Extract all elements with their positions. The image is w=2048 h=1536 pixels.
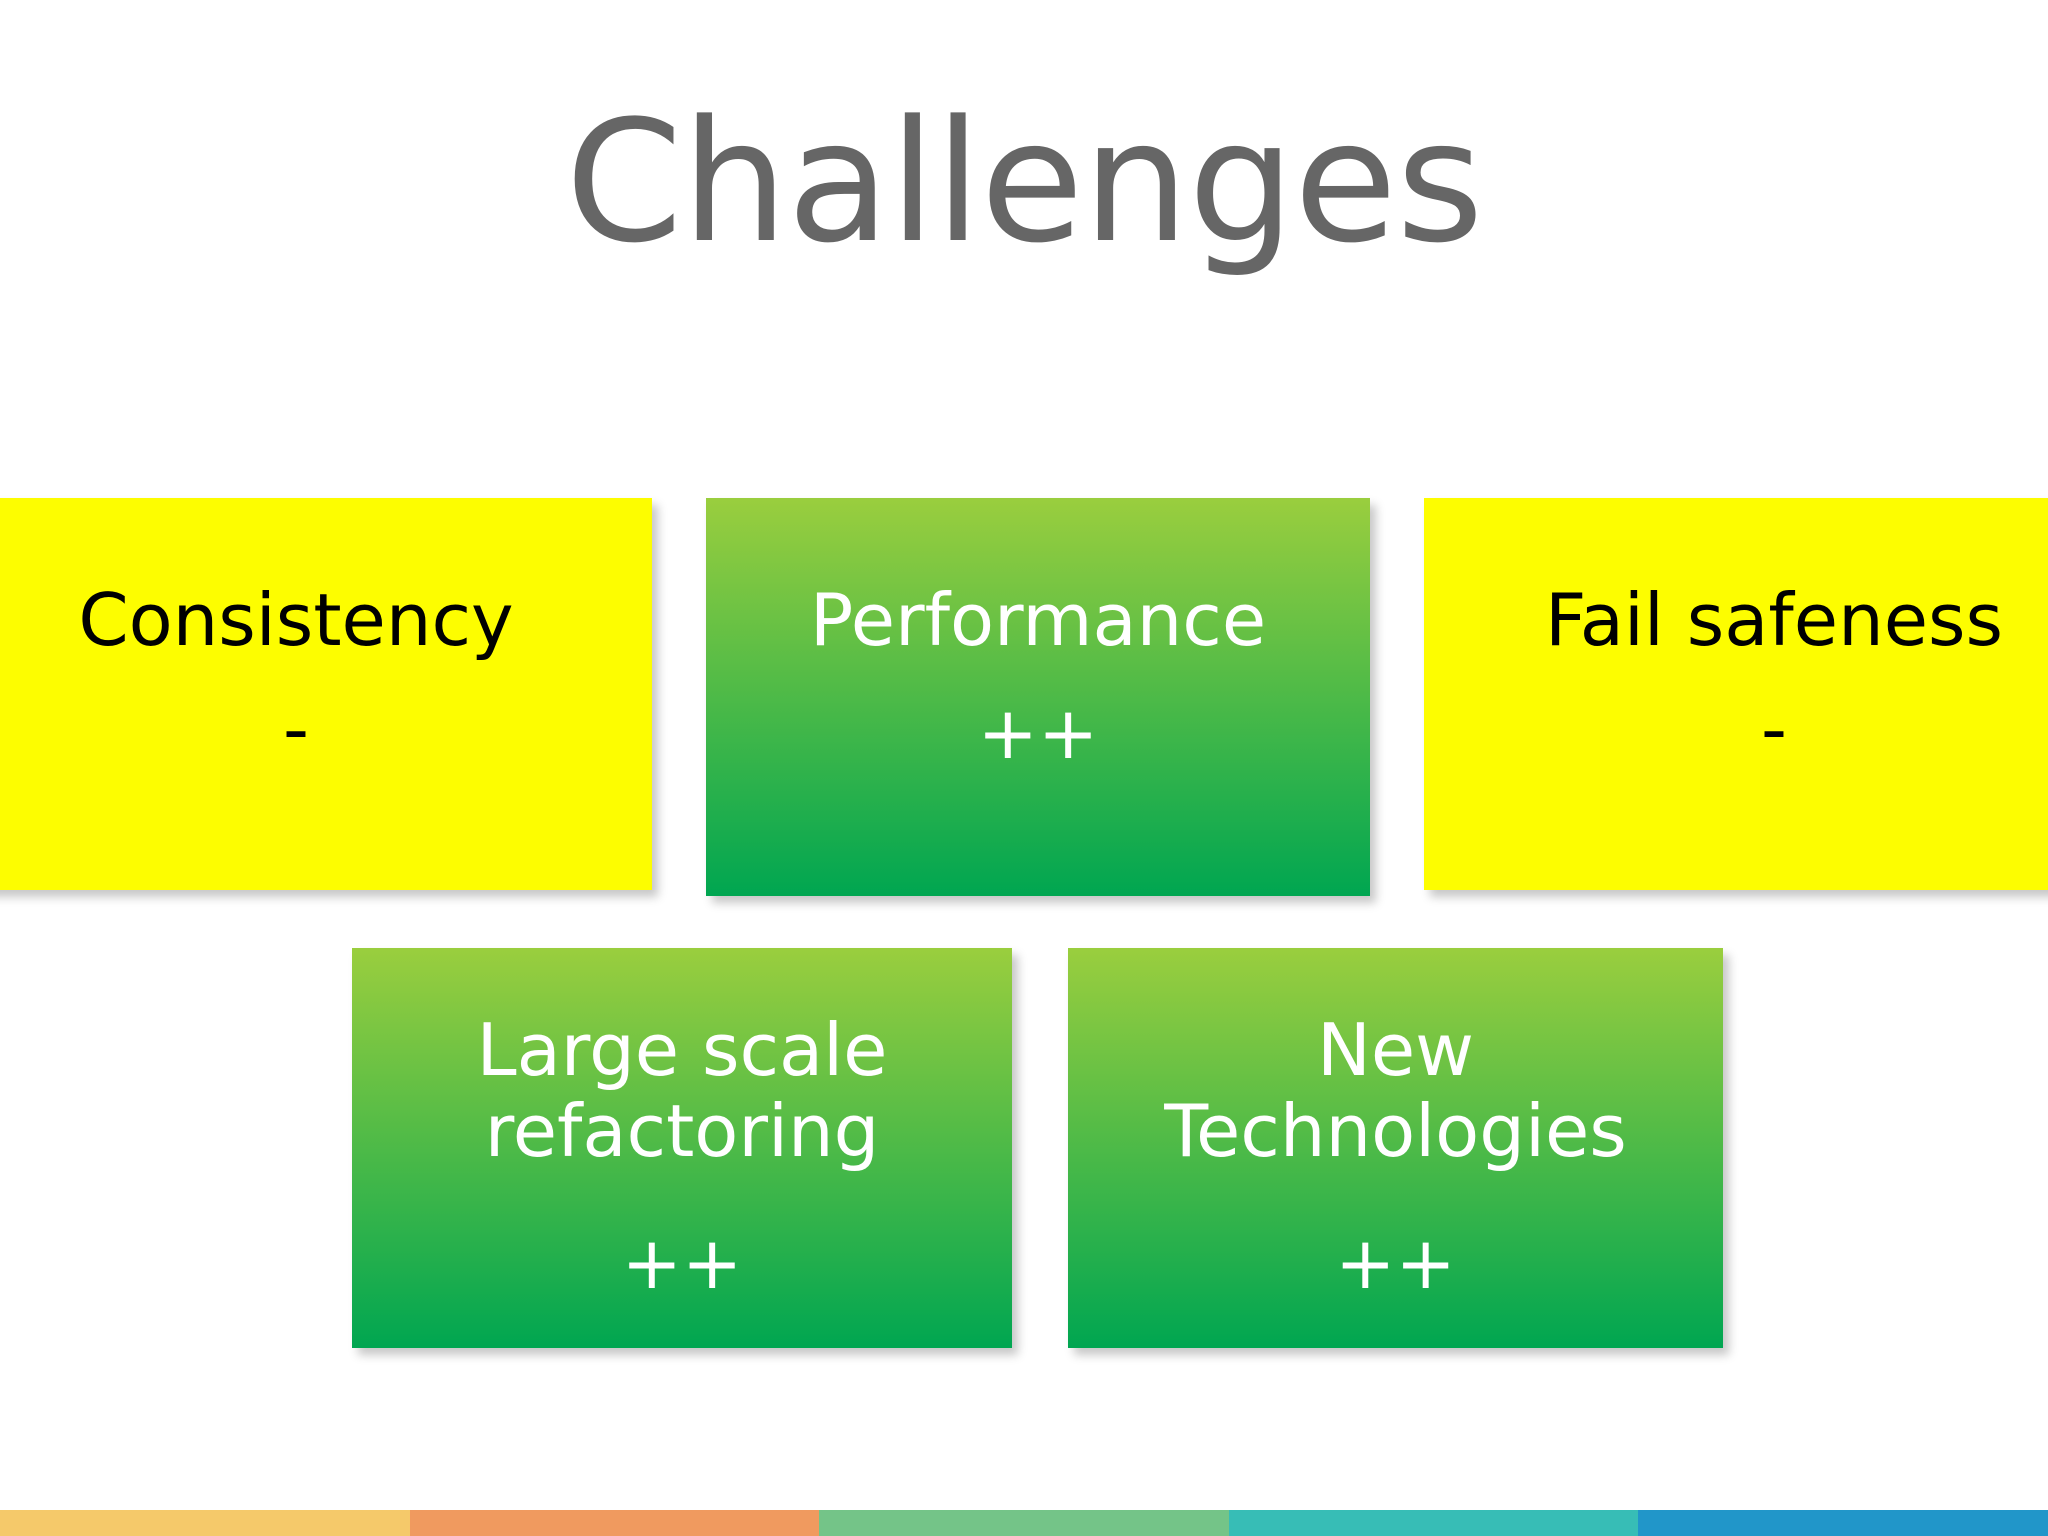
- challenge-card-fail-safeness[interactable]: Fail safeness -: [1424, 498, 2048, 890]
- color-bar-segment-blue: [1638, 1510, 2048, 1536]
- challenge-rating: -: [1761, 686, 1787, 771]
- color-bar-segment-green: [819, 1510, 1229, 1536]
- challenge-label: Fail safeness: [1544, 578, 2004, 662]
- color-bar-segment-teal: [1228, 1510, 1639, 1536]
- challenge-rating: ++: [621, 1221, 743, 1306]
- footer-color-bar: [0, 1510, 2048, 1536]
- challenge-card-new-technologies[interactable]: New Technologies ++: [1068, 948, 1723, 1348]
- challenge-rating: -: [283, 686, 309, 771]
- challenge-label: Performance: [809, 578, 1267, 662]
- challenge-rating: ++: [977, 690, 1099, 775]
- challenge-card-performance[interactable]: Performance ++: [706, 498, 1370, 896]
- challenge-card-consistency[interactable]: Consistency -: [0, 498, 652, 890]
- color-bar-segment-orange: [409, 1510, 820, 1536]
- challenge-rating: ++: [1335, 1221, 1456, 1306]
- challenge-card-large-scale-refactoring[interactable]: Large scale refactoring ++: [352, 948, 1012, 1348]
- color-bar-segment-gold: [0, 1510, 410, 1536]
- challenge-label: Large scale refactoring: [476, 1008, 888, 1173]
- page-title: Challenges: [565, 84, 1483, 280]
- challenge-label: Consistency: [78, 578, 514, 662]
- challenge-label: New Technologies: [1164, 1008, 1627, 1173]
